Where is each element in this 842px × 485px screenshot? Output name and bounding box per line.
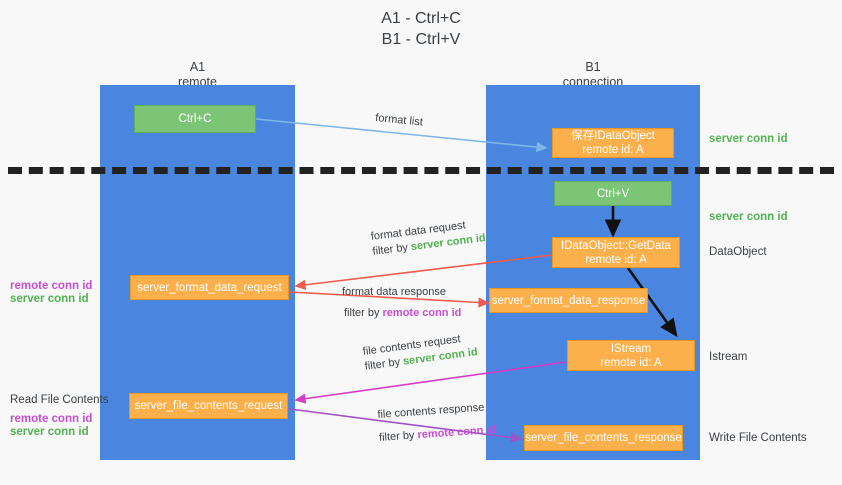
edge-caption-fdreq-prefix: filter by (371, 241, 412, 258)
label-write-file-contents: Write File Contents (709, 432, 807, 444)
node-server-format-data-response[interactable]: server_format_data_response (489, 288, 648, 313)
node-getdata-line1: IDataObject::GetData (561, 239, 671, 252)
edge-caption-format-list-text: format list (374, 111, 424, 129)
title-line-1: A1 - Ctrl+C (381, 10, 461, 27)
diagram-title: A1 - Ctrl+C B1 - Ctrl+V (0, 8, 842, 50)
node-server-format-data-request[interactable]: server_format_data_request (130, 275, 289, 300)
label-remote-conn-id-mid: remote conn id (10, 280, 93, 292)
column-a1-name: A1 (189, 60, 206, 74)
edge-caption-fcres-text: file contents response (377, 401, 485, 421)
node-istream-line2: remote id: A (600, 356, 662, 369)
node-getdata-line2: remote id: A (585, 253, 647, 266)
label-server-conn-id-mid: server conn id (709, 211, 788, 223)
edge-caption-file-contents-request: file contents request filter by server c… (362, 330, 479, 375)
label-server-conn-id-bottom: server conn id (10, 426, 89, 438)
edge-caption-format-data-response: format data response filter by remote co… (342, 285, 461, 321)
edge-caption-fcreq-prefix: filter by (364, 355, 404, 373)
node-server-format-data-request-label: server_format_data_request (137, 281, 282, 294)
node-server-file-contents-request[interactable]: server_file_contents_request (129, 393, 288, 419)
node-ctrl-c[interactable]: Ctrl+C (134, 105, 256, 133)
node-server-format-data-response-label: server_format_data_response (491, 294, 646, 307)
node-ctrl-v[interactable]: Ctrl+V (554, 181, 672, 206)
title-line-2: B1 - Ctrl+V (381, 31, 461, 48)
edge-caption-fdres-prefix: filter by (344, 307, 383, 319)
edge-caption-fdres-value: remote conn id (382, 307, 462, 319)
node-idataobject-getdata[interactable]: IDataObject::GetData remote id: A (552, 237, 680, 268)
node-istream[interactable]: IStream remote id: A (567, 340, 695, 371)
node-ctrl-c-label: Ctrl+C (178, 113, 212, 125)
node-save-idataobject[interactable]: 保存IDataObject remote id: A (552, 128, 674, 158)
node-server-file-contents-request-label: server_file_contents_request (134, 400, 283, 412)
edge-caption-file-contents-response: file contents response filter by remote … (377, 400, 497, 446)
label-server-conn-id-top: server conn id (709, 133, 788, 145)
edge-caption-fdres-text: format data response (342, 286, 446, 298)
node-save-idataobject-line1: 保存IDataObject (571, 130, 655, 142)
edge-caption-fcres-value: remote conn id (417, 423, 497, 442)
edge-caption-format-list: format list (375, 111, 424, 131)
node-ctrl-v-label: Ctrl+V (596, 187, 630, 200)
label-server-conn-id-left-mid: server conn id (10, 293, 89, 305)
node-istream-line1: IStream (610, 342, 652, 355)
node-server-file-contents-response-label: server_file_contents_response (525, 432, 682, 444)
dashed-separator (8, 167, 834, 174)
node-save-idataobject-line2: remote id: A (582, 144, 644, 156)
edge-caption-fcres-prefix: filter by (378, 429, 418, 444)
label-istream: Istream (709, 351, 748, 363)
label-dataobject: DataObject (709, 246, 767, 258)
label-read-file-contents: Read File Contents (10, 394, 109, 406)
label-remote-conn-id-bottom: remote conn id (10, 413, 93, 425)
edge-caption-format-data-request: format data request filter by server con… (370, 216, 487, 260)
column-b1-name: B1 (585, 60, 601, 74)
node-server-file-contents-response[interactable]: server_file_contents_response (524, 425, 683, 451)
